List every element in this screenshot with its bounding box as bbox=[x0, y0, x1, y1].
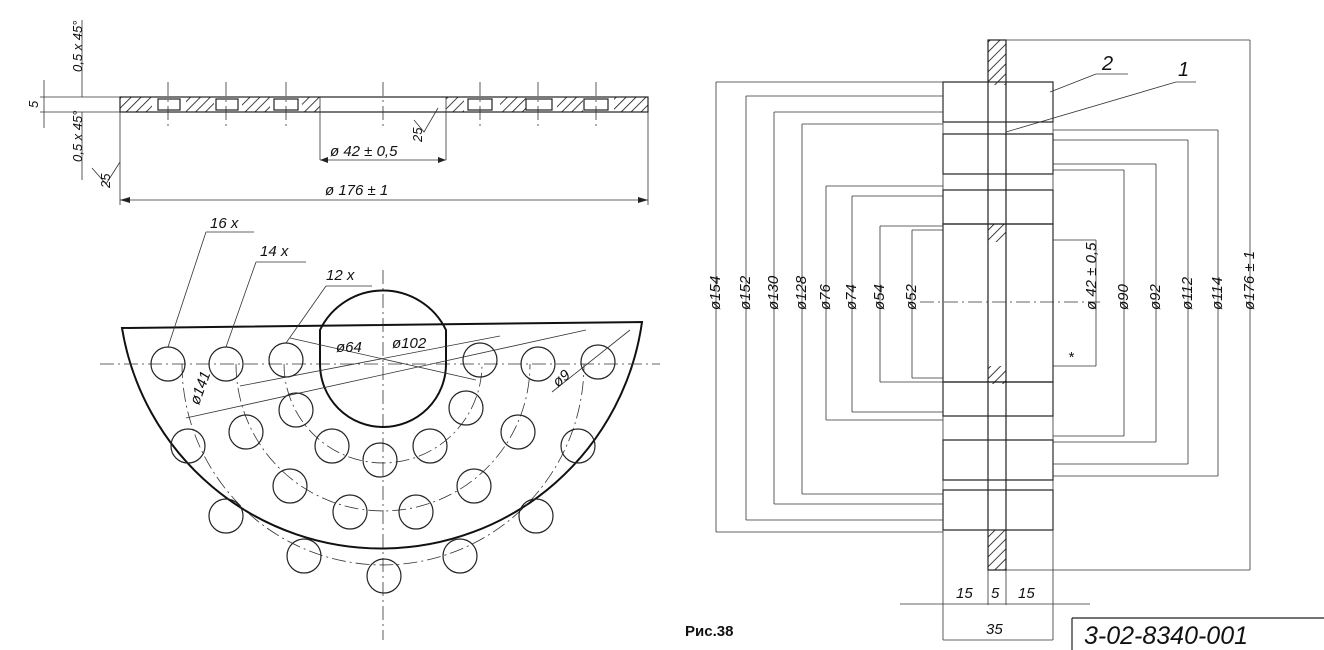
count-inner-label: 12 х bbox=[326, 267, 355, 284]
rubber-rings bbox=[942, 81, 1054, 531]
bottom-35: 35 bbox=[986, 621, 1003, 638]
dim-154: ø154 bbox=[707, 276, 724, 310]
dim-42: ø 42 ± 0,5 bbox=[1083, 242, 1100, 310]
plate-section-view: ø 42 ± 0,5 25 ø 176 ± 1 25 5 0,5 х 45° 0… bbox=[26, 20, 649, 205]
dim-52: ø52 bbox=[903, 283, 920, 310]
dim-74: ø74 bbox=[843, 284, 860, 310]
dim-152: ø152 bbox=[737, 275, 754, 310]
drawing-number: 3-02-8340-001 bbox=[1084, 622, 1248, 650]
part-1-label: 1 bbox=[1178, 59, 1189, 81]
roughness-inner: 25 bbox=[410, 127, 425, 143]
count-middle-label: 14 х bbox=[260, 243, 289, 260]
dim-76: ø76 bbox=[817, 283, 834, 310]
chamfer-top-label: 0,5 х 45° bbox=[70, 21, 85, 72]
dim-90: ø90 bbox=[1115, 283, 1132, 310]
hole-size-label: ø9 bbox=[549, 366, 574, 391]
dim-54: ø54 bbox=[871, 284, 888, 310]
plate-hatching bbox=[120, 97, 648, 112]
thickness-label: 5 bbox=[26, 100, 41, 108]
hole-pattern-view: 16 х 14 х 12 х ø141 ø64 ø102 ø9 bbox=[100, 215, 660, 640]
circle-141-label: ø141 bbox=[187, 369, 215, 407]
central-hole bbox=[319, 289, 447, 428]
circle-64-label: ø64 bbox=[336, 339, 362, 356]
dim-128: ø128 bbox=[793, 275, 810, 310]
dim-92: ø92 bbox=[1147, 283, 1164, 310]
figure-caption: Рис.38 bbox=[685, 623, 733, 640]
hole-diameter-label: ø 42 ± 0,5 bbox=[330, 143, 398, 160]
outer-diameter-label: ø 176 ± 1 bbox=[325, 182, 388, 199]
part-2-label: 2 bbox=[1101, 53, 1113, 75]
bottom-15-left: 15 bbox=[956, 585, 973, 602]
assembly-section-view: ø154 ø152 ø130 ø128 ø76 ø74 ø54 ø52 ø 42… bbox=[707, 39, 1258, 641]
half-disc-outline bbox=[120, 320, 644, 550]
bottom-5: 5 bbox=[991, 585, 1000, 602]
dim-114: ø114 bbox=[1209, 277, 1226, 310]
dim-112: ø112 bbox=[1179, 276, 1196, 310]
star-mark: * bbox=[1068, 349, 1075, 366]
bottom-15-right: 15 bbox=[1018, 585, 1035, 602]
circle-102-label: ø102 bbox=[392, 335, 427, 352]
chamfer-bottom-label: 0,5 х 45° bbox=[70, 111, 85, 162]
count-outer-label: 16 х bbox=[210, 215, 239, 232]
dim-176: ø176 ± 1 bbox=[1241, 251, 1258, 310]
dim-130: ø130 bbox=[765, 275, 782, 310]
roughness-outer: 25 bbox=[98, 173, 113, 189]
